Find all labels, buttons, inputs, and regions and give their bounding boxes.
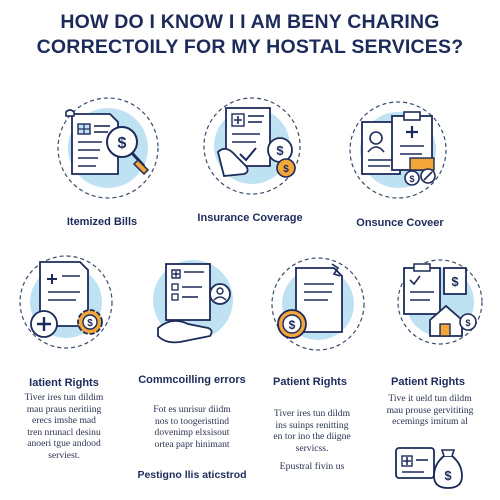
document-dollar-badge-icon: $ — [262, 250, 372, 355]
document-medical-cross-gear-icon: $ — [10, 248, 120, 353]
paragraph-patient-rights-1: Tiver ires tun dildm ins suinps renittin… — [273, 408, 351, 454]
svg-text:$: $ — [465, 318, 470, 328]
svg-text:$: $ — [283, 164, 289, 175]
label-patient-rights-2: Patient Rights — [391, 376, 465, 388]
footer-commcoilling-errors: Pestigno llis aticstrod — [137, 469, 247, 481]
bill-magnifier-dollar-icon: $ — [52, 90, 172, 200]
title-line-2: CORRECTOILY FOR MY HOSTAL SERVICES? — [36, 36, 464, 58]
label-patient-rights-1: Patient Rights — [273, 376, 347, 388]
label-onsunce-coveer: Onsunce Coveer — [356, 217, 444, 229]
svg-text:$: $ — [276, 143, 284, 158]
label-insurance-coverage: Insurance Coverage — [197, 212, 303, 224]
svg-text:$: $ — [289, 318, 296, 332]
paragraph-patient-rights-2: Tive it ueld tun dildm mau prouse gervit… — [386, 393, 474, 428]
clipboard-house-dollar-icon: $ $ — [384, 256, 494, 351]
svg-text:$: $ — [87, 318, 93, 329]
hand-holding-document-dollar-icon: $ $ — [200, 90, 310, 200]
card-cross-money-bag-icon: $ — [392, 440, 472, 495]
title-line-1: HOW DO I KNOW I I AM BENY CHARING — [60, 11, 440, 33]
footer-patient-rights-1: Epustral fivin us — [279, 461, 345, 472]
paragraph-commcoilling-errors: Fot es unrisur diidm nos to toogeristtin… — [153, 404, 231, 450]
clipboard-profile-coins-icon: $ — [340, 96, 460, 206]
label-itemized-bills: Itemized Bills — [66, 216, 138, 228]
svg-text:$: $ — [444, 468, 452, 483]
svg-text:$: $ — [409, 174, 414, 184]
label-commcoilling-errors: Commcoilling errors — [138, 374, 246, 386]
svg-text:$: $ — [118, 135, 127, 152]
hand-holding-form-user-icon — [138, 256, 248, 351]
paragraph-iatient-rights: Tiver ires tun dildim mau praus neritiin… — [24, 392, 104, 461]
page-title: HOW DO I KNOW I I AM BENY CHARING CORREC… — [0, 10, 500, 60]
label-iatient-rights: Iatient Rights — [29, 377, 99, 389]
svg-text:$: $ — [451, 274, 459, 289]
